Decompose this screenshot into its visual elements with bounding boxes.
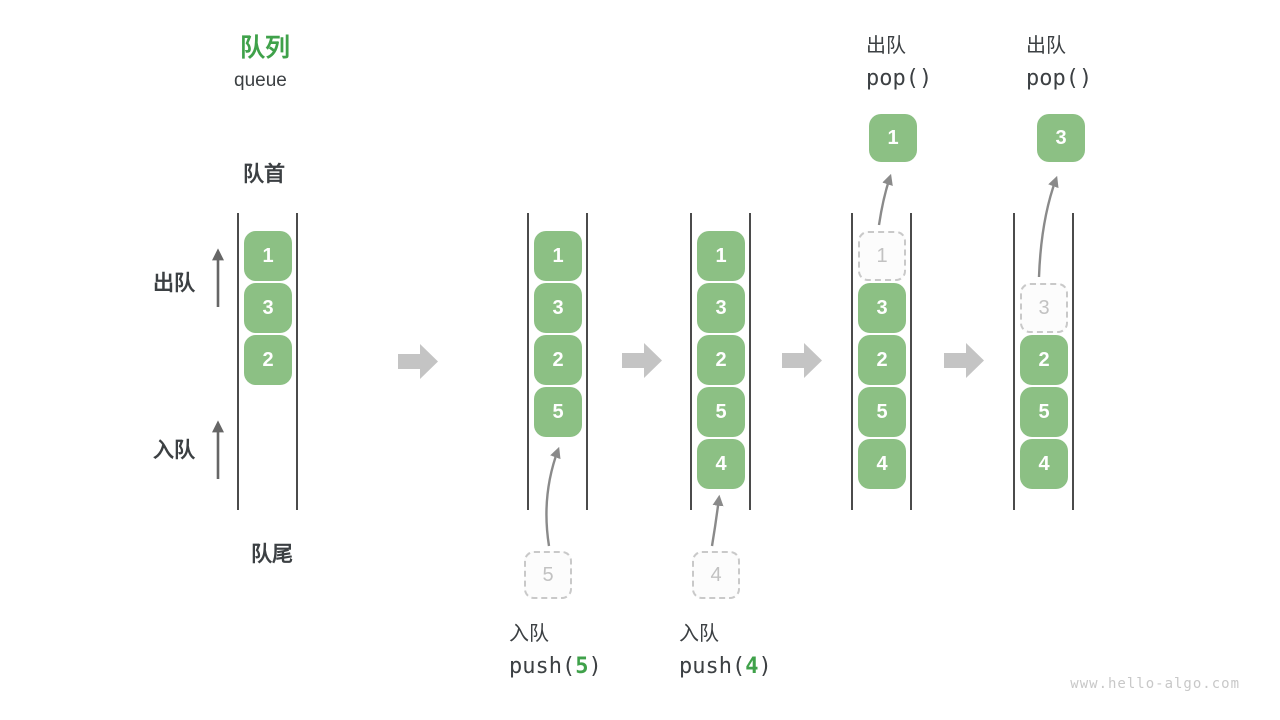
queue-item: 4 [1020, 439, 1068, 489]
queue-item: 2 [858, 335, 906, 385]
queue-container-3 [690, 213, 751, 510]
popped-item: 1 [869, 114, 917, 162]
dequeue-op-label: 出队 [866, 35, 906, 57]
queue-item: 5 [697, 387, 745, 437]
queue-item: 5 [858, 387, 906, 437]
queue-container-2 [527, 213, 588, 510]
diagram-title-zh: 队列 [240, 34, 291, 62]
queue-item: 3 [858, 283, 906, 333]
removed-item-placeholder: 1 [858, 231, 906, 281]
queue-item: 5 [1020, 387, 1068, 437]
pending-enqueue-item: 4 [692, 551, 740, 599]
enqueue-op-label: 入队 [679, 623, 719, 645]
pop-code: pop() [1026, 66, 1093, 91]
queue-item: 1 [244, 231, 292, 281]
removed-item-placeholder: 3 [1020, 283, 1068, 333]
flow-arrow-icon [622, 343, 662, 378]
enqueue-side-label: 入队 [153, 439, 195, 462]
queue-container-5 [1013, 213, 1074, 510]
queue-front-label: 队首 [243, 163, 285, 186]
push-5-code: push(5) [509, 654, 602, 679]
queue-item: 3 [697, 283, 745, 333]
pending-enqueue-item: 5 [524, 551, 572, 599]
queue-item: 3 [534, 283, 582, 333]
enqueue-op-label: 入队 [509, 623, 549, 645]
queue-item: 1 [697, 231, 745, 281]
diagram-title-en: queue [234, 70, 287, 91]
dequeue-op-label: 出队 [1026, 35, 1066, 57]
dequeue-operation-1: 出队 pop() [866, 36, 932, 90]
flow-arrow-icon [398, 344, 438, 379]
enqueue-operation-1: 入队 push(5) [509, 624, 602, 678]
popped-item: 3 [1037, 114, 1085, 162]
queue-item: 2 [534, 335, 582, 385]
queue-item: 5 [534, 387, 582, 437]
queue-item: 1 [534, 231, 582, 281]
queue-item: 4 [697, 439, 745, 489]
queue-item: 2 [1020, 335, 1068, 385]
queue-container-4 [851, 213, 912, 510]
flow-arrow-icon [944, 343, 984, 378]
pop-code: pop() [866, 66, 933, 91]
flow-arrow-icon [782, 343, 822, 378]
queue-item: 4 [858, 439, 906, 489]
queue-container-1 [237, 213, 298, 510]
watermark: www.hello-algo.com [1070, 676, 1240, 692]
push-4-code: push(4) [679, 654, 772, 679]
dequeue-operation-2: 出队 pop() [1026, 36, 1092, 90]
queue-item: 3 [244, 283, 292, 333]
enqueue-operation-2: 入队 push(4) [679, 624, 772, 678]
queue-item: 2 [697, 335, 745, 385]
dequeue-side-label: 出队 [153, 272, 195, 295]
queue-item: 2 [244, 335, 292, 385]
queue-rear-label: 队尾 [251, 543, 293, 566]
